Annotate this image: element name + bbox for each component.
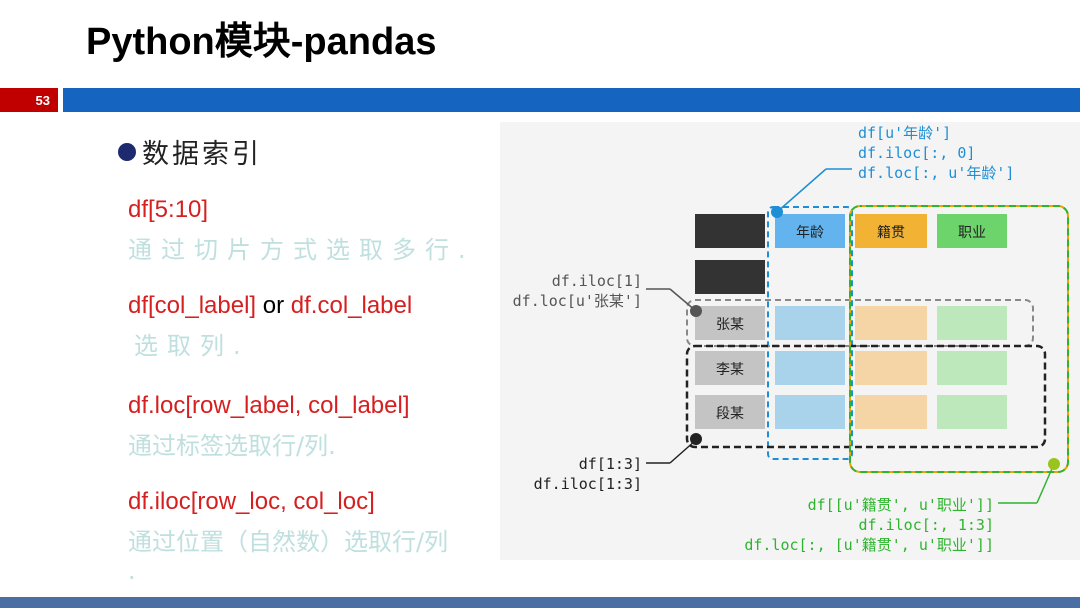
code-slice-rows: df[5:10]	[128, 196, 209, 223]
anno-col-1: df[u'年龄']	[858, 124, 951, 142]
column-select-box	[767, 206, 853, 460]
list-item: df[col_label] or df.col_label 选取列.	[128, 292, 412, 361]
bullet-icon	[118, 142, 136, 161]
cell	[937, 395, 1007, 429]
footer-bar	[0, 597, 1080, 608]
connector-col	[776, 168, 827, 213]
code-col-label: df[col_label]	[128, 292, 257, 319]
anno-multi-1: df[[u'籍贯', u'职业']]	[808, 496, 994, 514]
dataframe-diagram: 年龄 籍贯 职业 张某 李某 段某	[500, 122, 1080, 560]
cell	[937, 306, 1007, 340]
desc-loc: 通过标签选取行/列.	[128, 432, 336, 460]
code-col-attr: df.col_label	[290, 292, 413, 319]
cell	[775, 395, 845, 429]
desc-slice-rows: 通过切片方式选取多行.	[128, 236, 475, 264]
cell	[937, 351, 1007, 385]
anno-multi-3: df.loc[:, [u'籍贯', u'职业']]	[744, 536, 994, 554]
cell	[855, 306, 927, 340]
list-item: df.iloc[row_loc, col_loc] 通过位置（自然数）选取行/列…	[128, 488, 448, 585]
row-label-zhang-text: 张某	[716, 317, 744, 333]
row-select-box	[686, 299, 1034, 347]
section-heading-text: 数据索引	[142, 139, 262, 170]
desc-select-column: 选取列.	[134, 332, 250, 360]
corner-block	[695, 214, 765, 248]
cell	[855, 395, 927, 429]
code-iloc: df.iloc[row_loc, col_loc]	[128, 488, 375, 515]
col-header-origin	[855, 214, 927, 248]
anno-multi-2: df.iloc[:, 1:3]	[859, 516, 994, 534]
desc-iloc-tail: .	[128, 557, 136, 585]
col-header-job	[937, 214, 1007, 248]
cell	[775, 351, 845, 385]
list-item: df.loc[row_label, col_label] 通过标签选取行/列.	[128, 392, 410, 461]
anno-row-2: df.loc[u'张某']	[513, 292, 642, 310]
desc-iloc: 通过位置（自然数）选取行/列	[128, 528, 449, 556]
row-label-duan-text: 段某	[716, 406, 744, 422]
row-label-li-text: 李某	[716, 362, 744, 378]
marker-dot	[1048, 458, 1060, 470]
row-label-zhang	[695, 306, 765, 340]
row-label-li	[695, 351, 765, 385]
code-or: or	[256, 292, 291, 319]
connector-multi	[1036, 463, 1055, 504]
marker-dot	[690, 305, 702, 317]
col-header-age-label: 年龄	[796, 225, 824, 241]
multi-col-select-box	[849, 205, 1069, 473]
marker-dot	[771, 206, 783, 218]
col-header-age	[775, 214, 845, 248]
header-rule	[63, 88, 1080, 112]
anno-col-2: df.iloc[:, 0]	[858, 144, 975, 162]
cell	[775, 306, 845, 340]
list-item: df[5:10] 通过切片方式选取多行.	[128, 196, 475, 265]
slide-title: Python模块-pandas	[86, 21, 437, 63]
code-select-column: df[col_label] or df.col_label	[128, 292, 412, 320]
index-name-block	[695, 260, 765, 294]
page-bar: 53	[0, 88, 1080, 112]
col-header-origin-label: 籍贯	[877, 224, 905, 241]
anno-slice-1: df[1:3]	[579, 455, 642, 473]
anno-col-3: df.loc[:, u'年龄']	[858, 164, 1014, 182]
marker-dot	[690, 433, 702, 445]
cell	[855, 351, 927, 385]
anno-row-1: df.iloc[1]	[552, 272, 642, 290]
code-loc: df.loc[row_label, col_label]	[128, 392, 410, 419]
page-number: 53	[0, 88, 58, 112]
connector-slice	[669, 439, 697, 464]
section-heading: 数据索引	[118, 132, 262, 171]
slice-select-box	[685, 344, 1047, 449]
row-label-duan	[695, 395, 765, 429]
anno-slice-2: df.iloc[1:3]	[534, 475, 642, 493]
col-header-job-label: 职业	[958, 225, 986, 241]
